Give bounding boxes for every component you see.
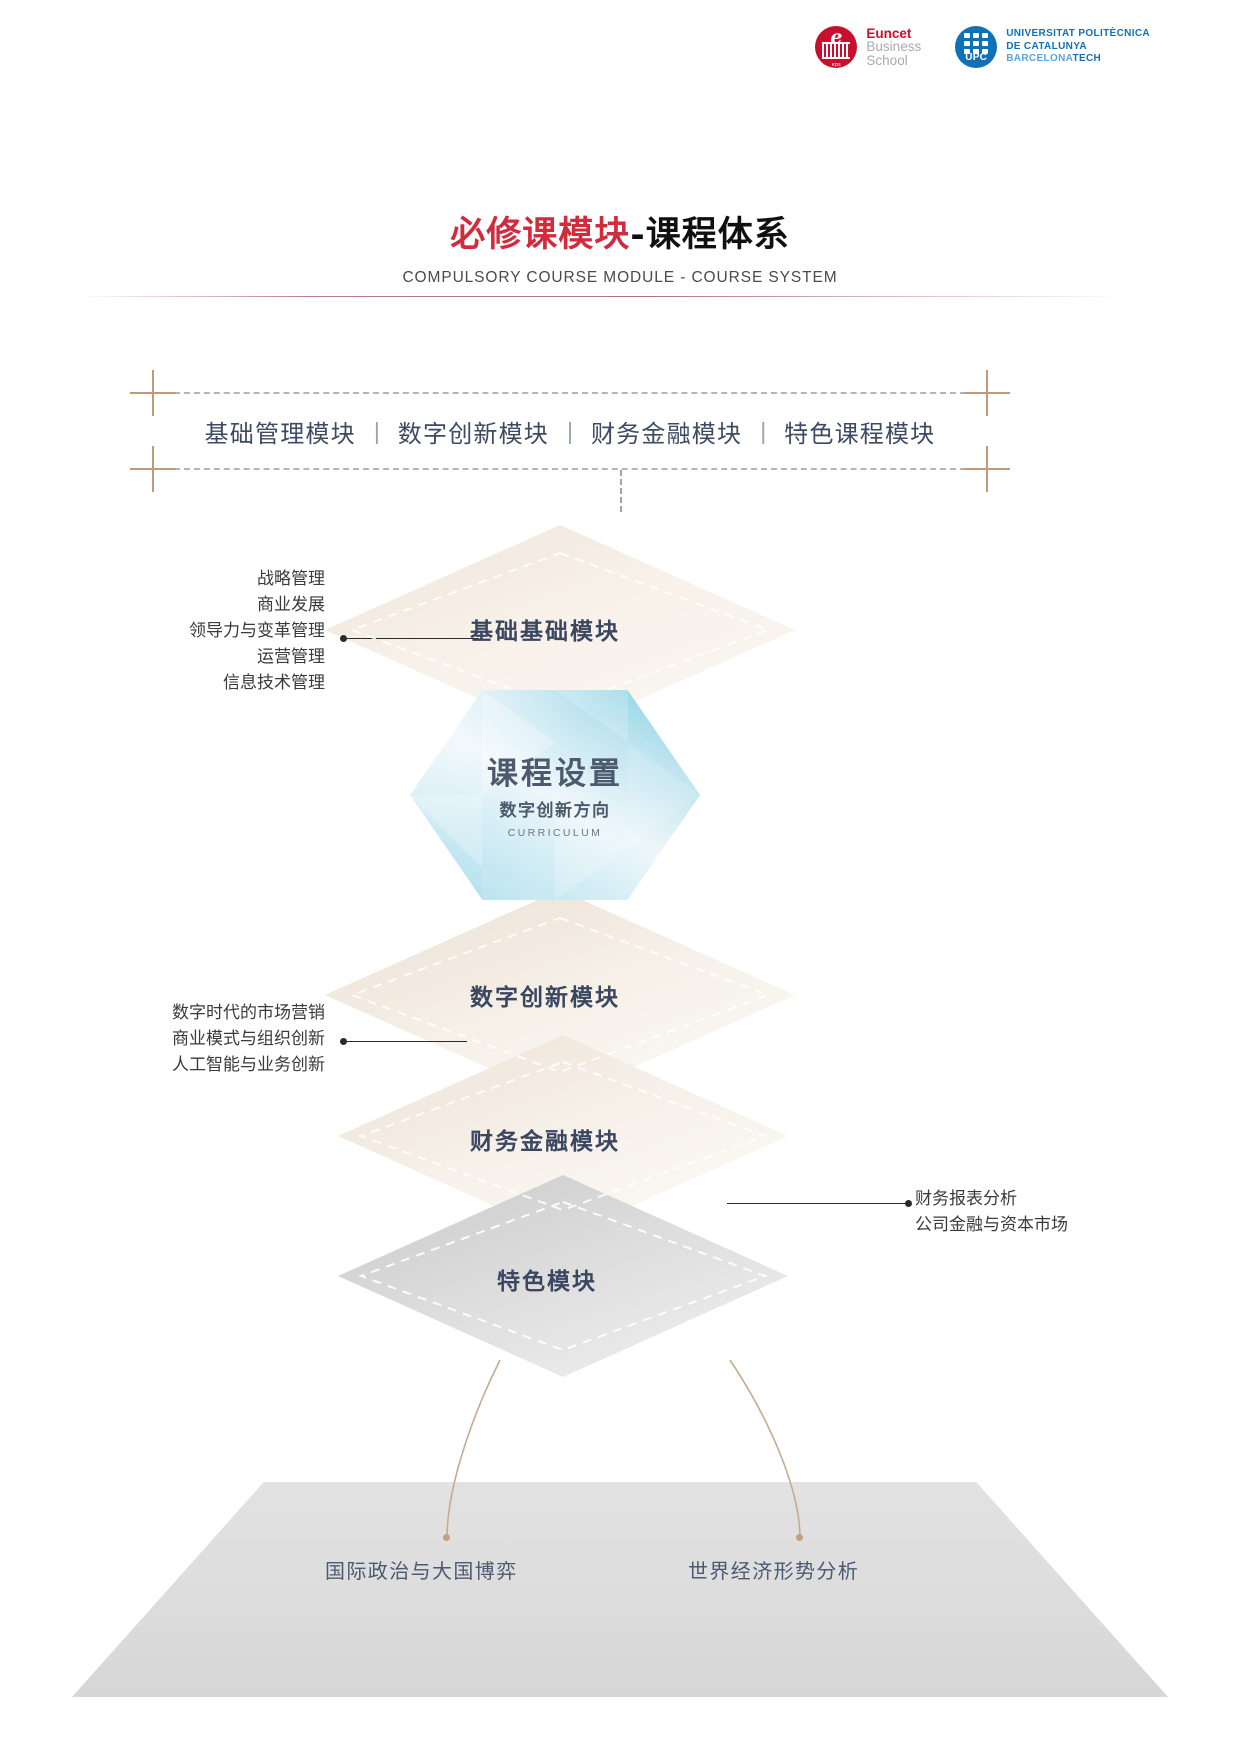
euncet-line-1: Euncet: [866, 25, 912, 41]
upc-grid-icon: [964, 33, 989, 54]
leader-line-finance: [727, 1203, 909, 1204]
upc-wordmark: UNIVERSITAT POLITÈCNICA DE CATALUNYA BAR…: [1006, 28, 1150, 66]
header-logo-bar: e eps Euncet Business School UPC UNIVERS…: [815, 26, 1150, 68]
module-bar-corner-bottom-left: [130, 446, 176, 492]
upc-acronym: UPC: [965, 52, 988, 63]
module-item-finance[interactable]: 财务金融模块: [590, 420, 743, 448]
course-item: 信息技术管理: [223, 673, 325, 692]
module-bar: 基础管理模块 | 数字创新模块 | 财务金融模块 | 特色课程模块: [130, 370, 1010, 492]
module-bar-corner-top-left: [130, 370, 176, 416]
page-title-dark: -课程体系: [630, 214, 790, 255]
module-to-diagram-connector: [620, 470, 622, 512]
center-hexagon[interactable]: 课程设置 数字创新方向 CURRICULUM: [410, 690, 700, 900]
course-item: 商业模式与组织创新: [172, 1029, 325, 1048]
layer-label-featured: 特色模块: [497, 1268, 597, 1294]
module-separator: |: [760, 417, 767, 444]
euncet-line-2: Business: [866, 39, 922, 55]
course-item: 运营管理: [257, 647, 325, 666]
leader-line-foundation: [347, 638, 479, 639]
leader-line-digital-innovation: [347, 1041, 467, 1042]
center-subtitle: 数字创新方向: [499, 801, 611, 820]
upc-line-3-bold: TECH: [1072, 53, 1102, 65]
base-item-world-economy: 世界经济形势分析: [688, 1561, 860, 1583]
euncet-mark-sub: eps: [831, 62, 842, 68]
base-item-international-politics: 国际政治与大国博弈: [325, 1561, 518, 1583]
page-subtitle: COMPULSORY COURSE MODULE - COURSE SYSTEM: [402, 269, 838, 286]
layer-label-finance: 财务金融模块: [470, 1128, 620, 1154]
euncet-building-icon: [822, 42, 851, 59]
leader-dot-finance-icon: [905, 1200, 912, 1207]
course-item: 商业发展: [257, 595, 325, 614]
center-english: CURRICULUM: [507, 827, 603, 839]
page-title-block: 必修课模块-课程体系 COMPULSORY COURSE MODULE - CO…: [0, 206, 1240, 287]
upc-line-1: UNIVERSITAT POLITÈCNICA: [1006, 28, 1150, 40]
module-item-digital-innovation[interactable]: 数字创新模块: [397, 420, 549, 448]
base-platform: [72, 1482, 1168, 1697]
course-item: 人工智能与业务创新: [172, 1055, 325, 1074]
module-separator: |: [567, 417, 573, 444]
course-list-foundation: 战略管理 商业发展 领导力与变革管理 运营管理 信息技术管理: [120, 566, 325, 696]
upc-line-2: DE CATALUNYA: [1006, 40, 1087, 52]
base-connector-dot-left-icon: [443, 1534, 450, 1541]
euncet-line-3: School: [866, 52, 908, 68]
layer-label-foundation: 基础基础模块: [470, 618, 620, 644]
course-item: 领导力与变革管理: [189, 621, 325, 640]
module-bar-corner-bottom-right: [964, 446, 1010, 492]
page-title: 必修课模块-课程体系: [0, 206, 1240, 257]
module-item-featured[interactable]: 特色课程模块: [784, 420, 936, 448]
euncet-logo: e eps Euncet Business School: [815, 26, 921, 68]
upc-line-3-light: BARCELONA: [1006, 53, 1073, 65]
upc-logo: UPC UNIVERSITAT POLITÈCNICA DE CATALUNYA…: [955, 26, 1150, 68]
euncet-mark-icon: e eps: [815, 26, 858, 68]
base-connector-dot-right-icon: [796, 1534, 803, 1541]
title-divider: [80, 296, 1130, 297]
center-hexagon-text: 课程设置 数字创新方向 CURRICULUM: [410, 748, 700, 839]
leader-dot-foundation-icon: [340, 635, 347, 642]
layer-label-digital-innovation: 数字创新模块: [470, 984, 620, 1010]
module-bar-bottom-dash: [174, 468, 966, 470]
course-item: 战略管理: [257, 569, 325, 588]
module-item-foundation[interactable]: 基础管理模块: [204, 420, 356, 448]
course-item: 财务报表分析: [915, 1189, 1017, 1208]
course-item: 数字时代的市场营销: [172, 1003, 325, 1022]
module-bar-corner-top-right: [964, 370, 1010, 416]
leader-dot-digital-innovation-icon: [340, 1038, 347, 1045]
euncet-wordmark: Euncet Business School: [866, 27, 921, 68]
upc-mark-icon: UPC: [955, 26, 998, 68]
upc-line-3: BARCELONATECH: [1006, 53, 1150, 66]
course-item: 公司金融与资本市场: [915, 1215, 1068, 1234]
module-bar-top-dash: [174, 392, 966, 394]
page-title-red: 必修课模块: [450, 214, 631, 255]
course-list-digital-innovation: 数字时代的市场营销 商业模式与组织创新 人工智能与业务创新: [100, 1000, 325, 1078]
module-separator: |: [373, 417, 380, 444]
course-list-finance: 财务报表分析 公司金融与资本市场: [915, 1186, 1145, 1238]
center-title: 课程设置: [487, 756, 623, 791]
module-list: 基础管理模块 | 数字创新模块 | 财务金融模块 | 特色课程模块: [152, 392, 988, 470]
